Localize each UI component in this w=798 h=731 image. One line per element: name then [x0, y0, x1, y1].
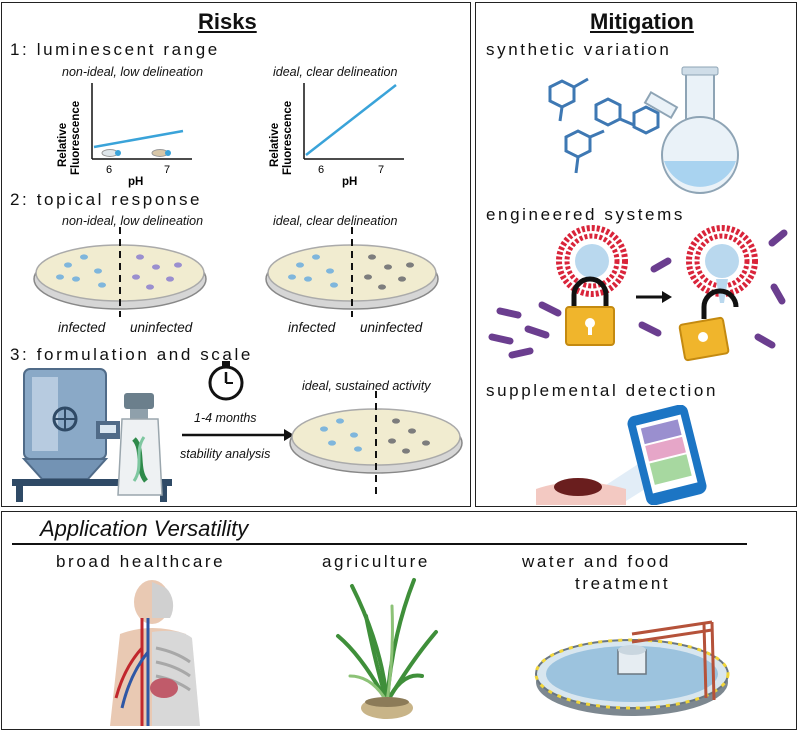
- topical-heading: 2: topical response: [10, 190, 203, 209]
- water-treatment-icon: [534, 620, 730, 716]
- petri-dish-left: [33, 227, 207, 317]
- lum-right-xlabel: pH: [342, 176, 357, 188]
- mitigation-item-1: engineered systems: [486, 205, 685, 224]
- result-dish-spots: [320, 418, 430, 454]
- lum-left-xlabel: pH: [128, 176, 143, 188]
- left-dish-spots: [56, 254, 182, 290]
- lum-chart-right: Relative Fluorescence 6 7 pH: [269, 83, 404, 188]
- lum-left-ylabel-2: Fluorescence: [70, 101, 82, 175]
- mitigation-title: Mitigation: [590, 9, 694, 34]
- lum-right-series: [305, 84, 397, 156]
- bioreactor-icon: [12, 368, 172, 502]
- stopwatch-icon: [208, 361, 244, 401]
- application-title: Application Versatility: [40, 516, 249, 541]
- padlock-open-icon: [678, 288, 739, 362]
- application-item-0: broad healthcare: [56, 552, 226, 571]
- left-infected-label: infected: [58, 320, 106, 335]
- mitigation-item-2: supplemental detection: [486, 381, 719, 400]
- lum-left-probe-2: [151, 149, 171, 157]
- lum-left-tick-7: 7: [164, 164, 170, 176]
- application-item-1: agriculture: [322, 552, 430, 571]
- liposome-right: [686, 225, 758, 303]
- lum-right-ylabel-2: Fluorescence: [282, 101, 294, 175]
- lum-left-series: [93, 129, 184, 149]
- spray-bottle-icon: [117, 393, 163, 496]
- lum-left-caption: non-ideal, low delineation: [62, 65, 204, 79]
- petri-dish-right: [265, 227, 439, 317]
- lum-left-probe-1: [101, 149, 121, 157]
- grass-plant-icon: [336, 578, 438, 719]
- left-uninfected-label: uninfected: [130, 320, 193, 335]
- petri-dish-result: [289, 391, 463, 499]
- molecules-flask-icon: [548, 66, 739, 194]
- application-item-2: water and food: [522, 552, 671, 571]
- padlock-closed-icon: [565, 276, 615, 346]
- transition-arrow: [636, 291, 672, 303]
- round-flask-icon: [643, 66, 739, 194]
- application-panel: Application Versatility broad healthcare…: [1, 511, 797, 730]
- right-uninfected-label: uninfected: [360, 320, 423, 335]
- formulation-heading: 3: formulation and scale: [10, 345, 253, 364]
- analysis-label: stability analysis: [180, 447, 271, 461]
- mitigation-panel: Mitigation synthetic variation engineere…: [475, 2, 797, 507]
- human-anatomy-icon: [110, 580, 200, 726]
- lum-left-ylabel-1: Relative: [57, 123, 69, 167]
- mitigation-item-0: synthetic variation: [486, 40, 672, 59]
- lum-chart-left: Relative Fluorescence 6 7 pH: [57, 83, 192, 188]
- luminescent-heading: 1: luminescent range: [10, 40, 220, 59]
- lum-right-tick-7: 7: [378, 164, 384, 176]
- application-rule: [12, 543, 747, 545]
- lum-right-ylabel-1: Relative: [269, 123, 281, 167]
- right-dish-spots: [288, 254, 414, 290]
- right-infected-label: infected: [288, 320, 336, 335]
- top-right-caption: ideal, clear delineation: [273, 214, 398, 228]
- result-caption: ideal, sustained activity: [302, 379, 431, 393]
- phone-icon: [627, 405, 707, 505]
- process-arrow: [182, 429, 294, 441]
- molecule-icons: [548, 77, 660, 174]
- liposome-left: [556, 225, 628, 297]
- risks-title: Risks: [198, 9, 257, 34]
- lum-right-tick-6: 6: [318, 164, 324, 176]
- risks-panel: Risks 1: luminescent range non-ideal, lo…: [1, 2, 471, 507]
- bacteria-icons: [488, 229, 788, 359]
- engineered-system-icon: [488, 225, 788, 362]
- skin-wound-icon: [536, 478, 626, 505]
- lum-right-caption: ideal, clear delineation: [273, 65, 398, 79]
- top-left-caption: non-ideal, low delineation: [62, 214, 204, 228]
- lum-left-tick-6: 6: [106, 164, 112, 176]
- application-item-2-line2: treatment: [575, 574, 671, 593]
- smartphone-detection-icon: [536, 405, 707, 505]
- duration-label: 1-4 months: [194, 411, 257, 425]
